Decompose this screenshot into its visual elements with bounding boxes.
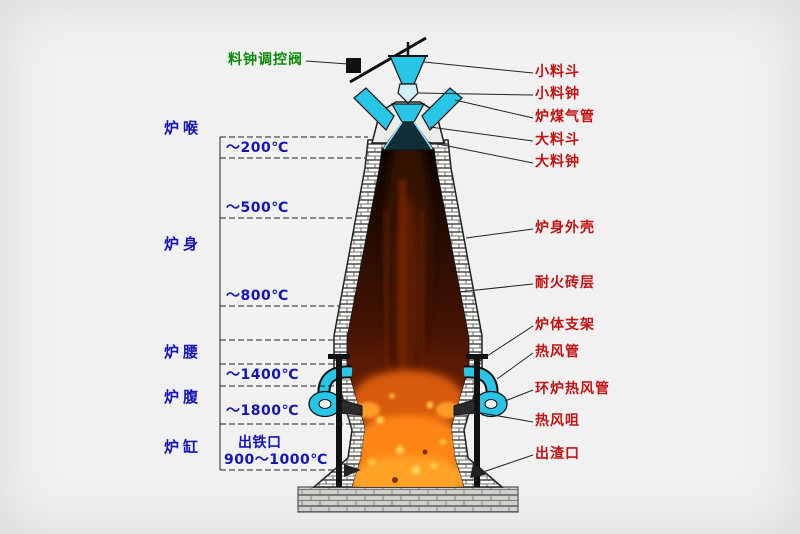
hot-blast-system-right [453, 365, 508, 418]
label-bell-control-valve: 料钟调控阀 [228, 52, 303, 68]
label-annular-hot-blast-pipe: 环炉热风管 [535, 381, 610, 397]
label-temp-800: ～800℃ [226, 288, 289, 304]
label-temp-1800: ～1800℃ [226, 403, 299, 419]
charging-apparatus-top [346, 36, 428, 104]
temperature-level-lines [220, 136, 368, 471]
gas-uptake-pipes [353, 87, 463, 131]
label-large-bell: 大料钟 [535, 154, 580, 170]
label-shaft-shell: 炉身外壳 [535, 220, 595, 236]
label-temp-500: ～500℃ [226, 200, 289, 216]
support-columns [328, 354, 488, 487]
bell-control-valve-box [346, 58, 361, 73]
furnace-top-dome [353, 87, 463, 151]
label-hot-blast-pipe: 热风管 [535, 344, 580, 360]
label-large-hopper: 大料斗 [535, 132, 580, 148]
label-zone-hearth: 炉缸 [164, 438, 203, 456]
tap-hole-notch [344, 464, 361, 477]
label-tap-hole: 出铁口 [238, 435, 282, 451]
label-furnace-support: 炉体支架 [535, 317, 595, 333]
label-zone-waist: 炉腰 [164, 343, 203, 361]
base-platform [297, 486, 519, 513]
slag-hole-notch [470, 464, 488, 478]
label-slag-hole: 出渣口 [535, 446, 580, 462]
leader-lines [305, 60, 534, 473]
label-refractory-brick: 耐火砖层 [535, 275, 595, 291]
label-temp-1400: ～1400℃ [226, 367, 299, 383]
label-small-hopper: 小料斗 [535, 64, 580, 80]
label-temp-200: ～200℃ [226, 140, 289, 156]
flame-effects [348, 148, 468, 487]
label-tuyere-nozzle: 热风咀 [535, 413, 580, 429]
label-gas-pipe: 炉煤气管 [535, 109, 595, 125]
small-hopper-shape [389, 55, 427, 85]
furnace-cavity [346, 147, 470, 488]
label-small-bell: 小料钟 [535, 86, 580, 102]
small-bell-shape [397, 83, 419, 104]
label-zone-throat: 炉喉 [164, 119, 203, 137]
label-tap-hole-temp: 900～1000℃ [224, 452, 328, 468]
label-zone-bosh: 炉腹 [164, 388, 203, 406]
label-zone-shaft: 炉身 [164, 235, 203, 253]
